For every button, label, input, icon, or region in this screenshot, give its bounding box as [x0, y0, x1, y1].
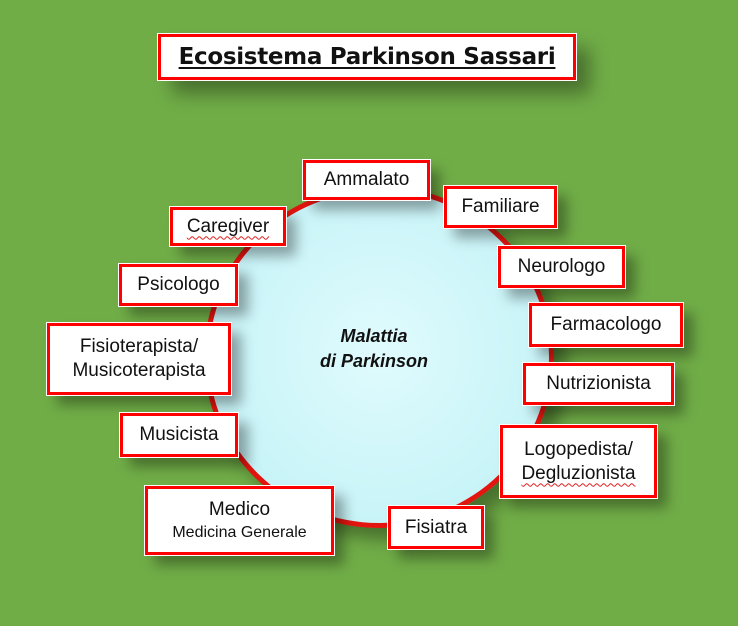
node-label: Psicologo	[137, 274, 220, 295]
node-label: Familiare	[461, 196, 540, 217]
node-label-line2: Musicoterapista	[72, 360, 206, 381]
node-label: Caregiver	[186, 215, 270, 237]
node-neurologo: Neurologo	[498, 246, 625, 288]
central-label-line2: di Parkinson	[319, 351, 429, 371]
node-logopedista: Logopedista/ Degluzionista	[500, 425, 657, 498]
node-fisiatra: Fisiatra	[388, 506, 484, 549]
node-label: Musicista	[139, 424, 219, 445]
node-familiare: Familiare	[444, 186, 557, 228]
node-nutrizionista: Nutrizionista	[523, 363, 674, 405]
diagram-title: Ecosistema Parkinson Sassari	[178, 44, 556, 70]
central-label: Malattia di Parkinson	[274, 324, 474, 374]
node-musicista: Musicista	[120, 413, 238, 457]
title-box: Ecosistema Parkinson Sassari	[158, 34, 576, 80]
central-label-line1: Malattia	[340, 326, 408, 346]
node-ammalato: Ammalato	[303, 160, 430, 200]
node-label-line2: Degluzionista	[521, 462, 636, 484]
node-label: Farmacologo	[550, 314, 662, 335]
node-fisioterapista: Fisioterapista/ Musicoterapista	[47, 323, 231, 395]
node-label: Nutrizionista	[546, 373, 651, 394]
node-medico: Medico Medicina Generale	[145, 486, 334, 555]
node-label: Fisiatra	[404, 516, 468, 538]
node-label-line2: Medicina Generale	[172, 523, 307, 541]
node-label: Neurologo	[517, 256, 606, 277]
node-farmacologo: Farmacologo	[529, 303, 683, 347]
node-psicologo: Psicologo	[119, 264, 238, 306]
node-label-line1: Medico	[208, 498, 271, 520]
node-label: Ammalato	[323, 169, 410, 190]
node-label-line1: Logopedista/	[524, 438, 633, 460]
node-label-line1: Fisioterapista/	[79, 336, 199, 357]
node-caregiver: Caregiver	[170, 207, 286, 246]
